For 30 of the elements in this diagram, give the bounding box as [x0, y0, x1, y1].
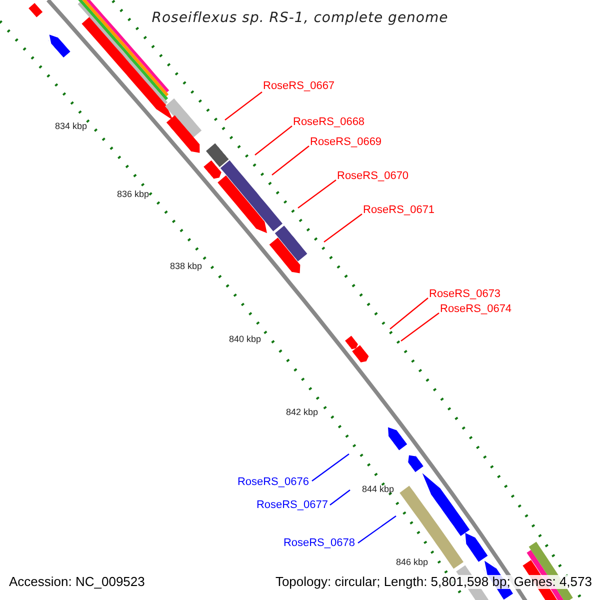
leader-line — [312, 454, 350, 482]
genome-summary-text: Topology: circular; Length: 5,801,598 bp; Genes: 4,573 — [275, 575, 592, 589]
leader-line — [254, 126, 292, 156]
accession-text: Accession: NC_009523 — [9, 575, 145, 589]
gene-label: RoseRS_0674 — [440, 302, 512, 316]
tick-label: 838 kbp — [170, 260, 202, 273]
tick-label: 840 kbp — [229, 333, 262, 346]
leader-line — [324, 214, 362, 242]
leader-line — [224, 92, 262, 120]
gene-label: RoseRS_0667 — [263, 79, 335, 93]
tick-label: 842 kbp — [286, 406, 318, 419]
gene-label: RoseRS_0678 — [283, 536, 355, 550]
tick-label: 844 kbp — [362, 483, 394, 496]
leader-line — [330, 490, 350, 506]
tick-label: 836 kbp — [117, 188, 150, 201]
gene-label: RoseRS_0668 — [293, 115, 365, 129]
tick-label: 846 kbp — [396, 556, 428, 569]
leader-line — [358, 516, 396, 544]
gene-label: RoseRS_0676 — [237, 475, 309, 489]
map-title: Roseiflexus sp. RS-1, complete genome — [150, 11, 450, 25]
leader-line — [390, 298, 428, 330]
gene-label: RoseRS_0673 — [429, 287, 501, 301]
gene-label: RoseRS_0671 — [363, 203, 435, 217]
leader-line — [272, 146, 310, 176]
gene-label: RoseRS_0677 — [256, 498, 328, 512]
leader-line — [400, 312, 440, 342]
gene-label: RoseRS_0669 — [310, 135, 382, 149]
gene-label: RoseRS_0670 — [337, 169, 409, 183]
leader-line — [298, 180, 336, 208]
tick-label: 834 kbp — [55, 120, 88, 133]
